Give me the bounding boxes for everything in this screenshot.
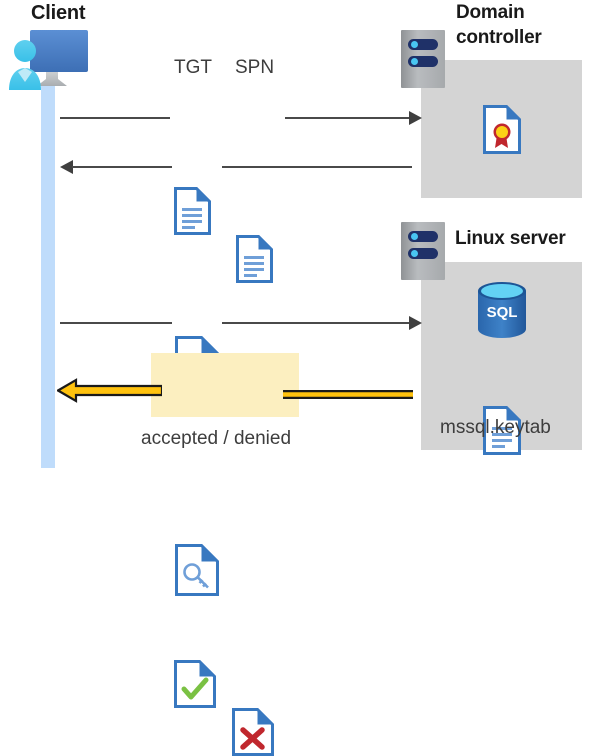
result-highlight-box: [151, 353, 299, 417]
flow2-line-left: [72, 166, 172, 168]
linux-server-rack-icon: [401, 222, 445, 280]
client-title: Client: [31, 2, 86, 24]
tgt-label: TGT: [174, 57, 212, 78]
flow3-line-right: [222, 322, 411, 324]
sql-database-icon: SQL: [476, 281, 528, 339]
flow1-arrowhead: [409, 111, 422, 125]
accepted-document-icon[interactable]: [174, 660, 216, 708]
domain-controller-rack-icon: [401, 30, 445, 88]
kerberos-authentication-diagram: Client Domain controller Linux server: [6, 2, 582, 756]
keytab-label: mssql.keytab: [440, 417, 551, 438]
flow4-arrow-left-segment: [55, 378, 164, 403]
flow4-arrow-right-segment: [283, 386, 413, 400]
spn-document-icon: [236, 235, 273, 283]
flow3-arrowhead: [409, 316, 422, 330]
flow1-line-left: [60, 117, 170, 119]
service-ticket-key-document-icon-2: [175, 544, 219, 596]
tgt-document-icon: [174, 187, 211, 235]
linux-server-title: Linux server: [455, 228, 566, 249]
flow2-line-right: [222, 166, 412, 168]
flow3-line-left: [60, 322, 172, 324]
domain-controller-title-line2: controller: [456, 27, 542, 48]
client-lifeline: [41, 84, 55, 468]
keytab-document-icon: [483, 406, 521, 455]
denied-document-icon[interactable]: [232, 708, 274, 756]
domain-controller-title-line1: Domain: [456, 2, 525, 23]
result-label: accepted / denied: [141, 428, 292, 449]
flow1-line-right: [285, 117, 411, 119]
spn-label: SPN: [235, 57, 275, 78]
flow2-arrowhead: [60, 160, 73, 174]
client-workstation-icon: [6, 26, 92, 92]
svg-text:SQL: SQL: [487, 304, 518, 321]
certificate-document-icon: [483, 105, 521, 154]
